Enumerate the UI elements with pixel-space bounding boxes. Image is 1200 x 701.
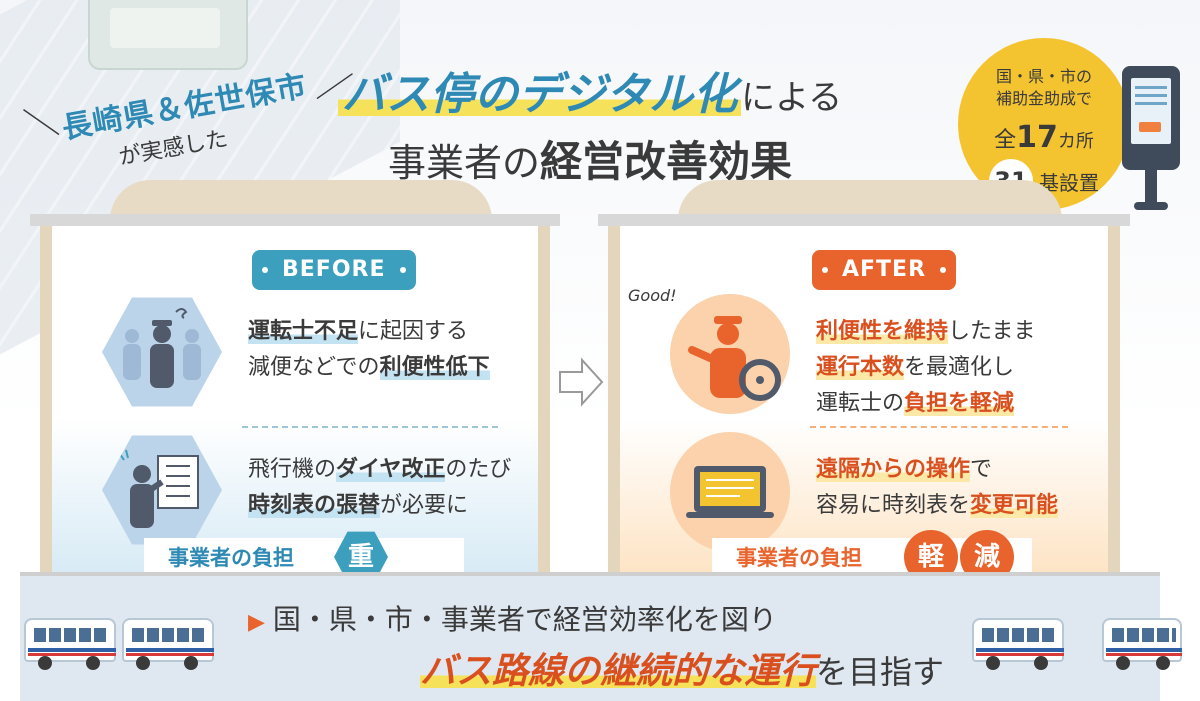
after-row2-text: 遠隔からの操作で 容易に時刻表を変更可能 (816, 452, 1059, 524)
after-row2-emphasis-1: 遠隔からの操作 (816, 457, 971, 482)
after-row1-text-1: したまま (948, 319, 1036, 344)
digital-bus-stop-icon (1122, 66, 1186, 214)
after-row1-text-2: を最適化し (904, 355, 1015, 380)
before-row2-text-2: のたび (445, 457, 512, 482)
before-row-driver-shortage: 運転士不足に起因する 減便などでの利便性低下 (102, 294, 518, 407)
after-row2-text-1: で (970, 457, 993, 482)
title-line-2: 事業者の経営改善効果 (338, 128, 878, 189)
before-panel-body: BEFORE 運転士不足に起因する 減便などでの利便性低下 (52, 226, 538, 583)
drivers-group-icon (102, 297, 222, 407)
main-title: バス停のデジタル化による 事業者の経営改善効果 (338, 58, 878, 189)
before-burden-box: 事業者の負担 重 (144, 531, 464, 583)
title-highlight: バス停のデジタル化 (338, 69, 742, 120)
shelter-beam (598, 214, 1130, 226)
after-row-efficiency: 利便性を維持したまま 運行本数を最適化し 運転士の負担を軽減 (670, 294, 1088, 416)
before-row2-text: 飛行機のダイヤ改正のたび 時刻表の張替が必要に (248, 452, 511, 524)
happy-driver-icon (670, 294, 790, 414)
after-burden-box: 事業者の負担 軽 減 (712, 530, 1032, 584)
arrow-right-icon (556, 354, 606, 410)
conclusion-line-1-text: 国・県・市・事業者で経営効率化を図り (272, 603, 777, 636)
badge-count-unit: カ所 (1057, 131, 1094, 152)
after-row2-emphasis-2: 変更可能 (970, 493, 1059, 518)
after-panel-body: AFTER 利便性を維持したまま 運行本数を最適化し 運転士の負担を軽減 (620, 226, 1108, 584)
before-row-timetable: 飛行機のダイヤ改正のたび 時刻表の張替が必要に (102, 432, 518, 545)
conclusion-suffix: を目指す (816, 653, 945, 691)
before-row2-emphasis-1: ダイヤ改正 (336, 457, 446, 482)
before-row1-text-2: 減便などでの (248, 355, 380, 380)
conclusion-emphasis: バス路線の継続的な運行 (420, 651, 817, 692)
before-row1-text: 運転士不足に起因する 減便などでの利便性低下 (248, 314, 490, 386)
title-suffix: による (741, 78, 843, 118)
badge-line-2: 補助金助成で (995, 89, 1092, 108)
conclusion-line-2: バス路線の継続的な運行を目指す (420, 642, 944, 694)
shelter-roof (110, 180, 492, 220)
after-row-remote: 遠隔からの操作で 容易に時刻表を変更可能 (670, 432, 1088, 552)
before-panel: BEFORE 運転士不足に起因する 減便などでの利便性低下 (30, 180, 560, 583)
bus-roof-illustration (88, 0, 248, 70)
title-line2-prefix: 事業者の (388, 141, 541, 185)
timetable-worker-icon (102, 435, 222, 545)
conclusion-line-1: ▶ 国・県・市・事業者で経営効率化を図り (248, 598, 777, 638)
after-row1-emphasis-1: 利便性を維持 (816, 319, 949, 344)
after-divider (810, 426, 1068, 428)
region-heading: ＼ ／ 長崎県＆佐世保市 が実感した (18, 60, 354, 190)
after-burden-label: 事業者の負担 (736, 546, 862, 570)
badge-count-prefix: 全 (994, 128, 1017, 153)
after-row1-emphasis-3: 負担を軽減 (904, 391, 1015, 416)
before-burden-label: 事業者の負担 (168, 546, 294, 570)
before-row1-emphasis-2: 利便性低下 (379, 355, 490, 380)
before-row2-emphasis-2: 時刻表の張替 (248, 493, 381, 518)
after-row1-text-3: 運転士の (816, 391, 905, 416)
before-divider (242, 426, 498, 428)
before-row2-text-3: が必要に (380, 493, 469, 518)
before-tag: BEFORE (252, 250, 416, 290)
before-row2-text-1: 飛行機の (248, 457, 337, 482)
title-line-1: バス停のデジタル化による (338, 58, 878, 122)
laptop-icon (670, 432, 790, 552)
good-speech-text: Good! (628, 286, 677, 305)
bus-icon (1102, 618, 1182, 670)
title-line2-big: 経営改善効果 (540, 137, 793, 186)
shelter-roof (678, 180, 1062, 220)
badge-location-count: 全17カ所 (958, 120, 1130, 155)
after-row1-text: 利便性を維持したまま 運行本数を最適化し 運転士の負担を軽減 (816, 314, 1035, 422)
shelter-beam (30, 214, 560, 226)
badge-count-number: 17 (1016, 120, 1058, 155)
bus-icon (972, 618, 1064, 670)
after-panel: AFTER 利便性を維持したまま 運行本数を最適化し 運転士の負担を軽減 (598, 180, 1130, 584)
before-row1-text-1: に起因する (358, 319, 469, 344)
before-row1-emphasis-1: 運転士不足 (248, 319, 359, 344)
slash-left-decoration: ＼ (21, 101, 62, 147)
bus-icon (24, 618, 116, 670)
after-row1-emphasis-2: 運行本数 (816, 355, 905, 380)
after-row2-text-2: 容易に時刻表を (816, 493, 971, 518)
badge-line-1: 国・県・市の (995, 67, 1092, 86)
triangle-right-icon: ▶ (248, 610, 265, 635)
bus-icon (122, 618, 214, 670)
after-tag: AFTER (812, 250, 957, 290)
